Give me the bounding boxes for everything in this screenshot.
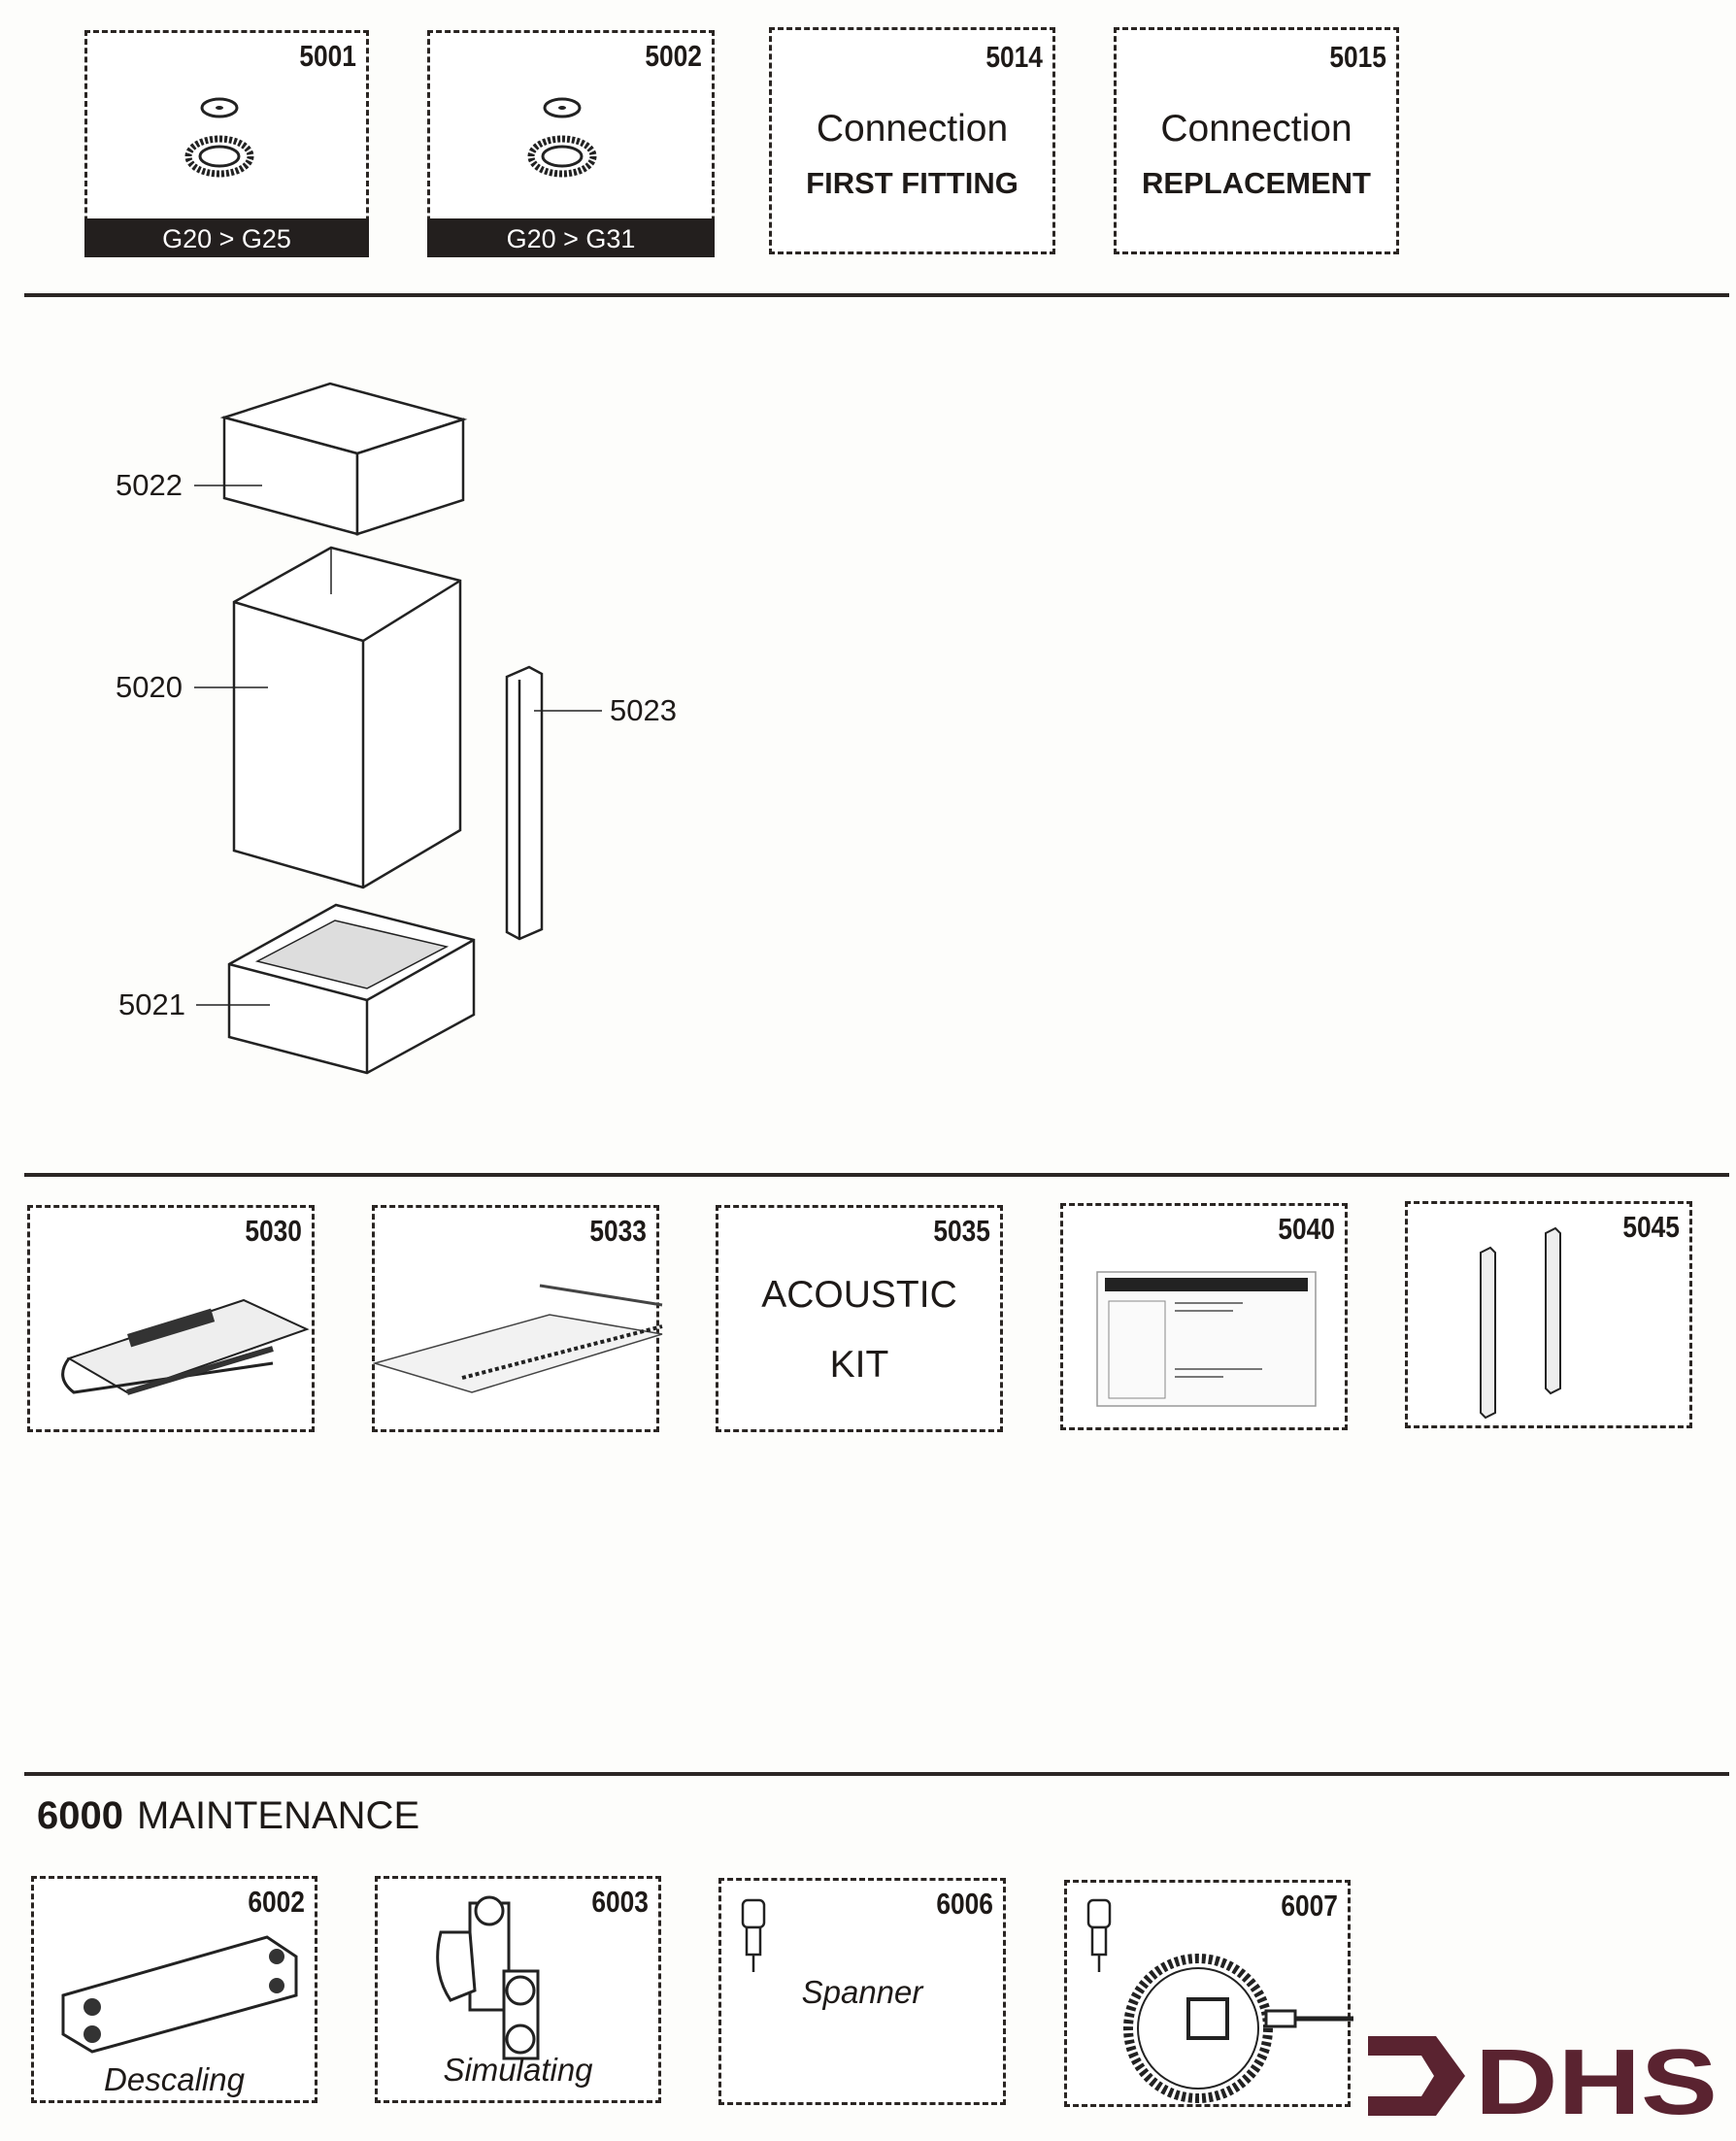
svg-text:DHS: DHS xyxy=(1475,2030,1718,2134)
part-number: 6006 xyxy=(936,1887,993,1921)
mounting-rail-icon xyxy=(372,1284,663,1393)
part-number: 5045 xyxy=(1622,1210,1680,1244)
section-heading: 6000 MAINTENANCE xyxy=(37,1794,419,1838)
kit-5015: 5015 Connection REPLACEMENT xyxy=(1114,27,1399,254)
kit-5045: 5045 xyxy=(1405,1201,1692,1428)
kit-6003: 6003 Simulating xyxy=(375,1876,661,2103)
sensor-probe-icon xyxy=(741,1898,766,1972)
kit-subtitle: FIRST FITTING xyxy=(806,166,1018,200)
callout-top-cover: 5022 xyxy=(116,468,183,502)
brackets-icon xyxy=(1480,1226,1561,1420)
kit-5001: 5001 G20 > G25 xyxy=(84,30,369,257)
spanner-ring-icon xyxy=(1123,1954,1353,2103)
gas-conversion-label: G20 > G25 xyxy=(84,218,369,257)
kit-title-line2: KIT xyxy=(829,1344,889,1386)
kit-5014: 5014 Connection FIRST FITTING xyxy=(769,27,1055,254)
section-divider xyxy=(24,1772,1729,1776)
dhs-logo: DHS xyxy=(1368,2030,1718,2134)
manual-booklet-icon xyxy=(1096,1271,1317,1407)
kit-5030: 5030 xyxy=(27,1205,315,1432)
callout-base: 5021 xyxy=(118,987,185,1021)
callout-casing-body: 5020 xyxy=(116,670,183,704)
valve-body-icon xyxy=(436,1895,540,2060)
section-title: MAINTENANCE xyxy=(136,1794,420,1837)
part-number: 5015 xyxy=(1329,40,1386,74)
template-sheet-icon xyxy=(61,1298,310,1395)
part-number: 5030 xyxy=(245,1214,302,1248)
section-divider xyxy=(24,293,1729,297)
sensor-probe-icon xyxy=(1086,1898,1112,1972)
kit-6006: 6006 Spanner xyxy=(718,1878,1006,2105)
item-caption: Spanner xyxy=(801,1974,923,2010)
part-number: 6003 xyxy=(591,1885,649,1919)
section-divider xyxy=(24,1173,1729,1177)
kit-6002: 6002 Descaling xyxy=(31,1876,317,2103)
kit-5002: 5002 G20 > G31 xyxy=(427,30,715,257)
part-number: 5033 xyxy=(589,1214,647,1248)
item-caption: Descaling xyxy=(104,2061,245,2097)
part-number: 5035 xyxy=(933,1214,990,1248)
part-number: 5014 xyxy=(985,40,1043,74)
kit-title-line1: ACOUSTIC xyxy=(761,1274,957,1316)
part-number: 5001 xyxy=(299,39,356,73)
plate-heat-exchanger-icon xyxy=(61,1935,298,2054)
kit-title: Connection xyxy=(1160,108,1352,150)
kit-title: Connection xyxy=(816,108,1009,150)
washer-seal-icon xyxy=(527,97,597,178)
part-number: 5040 xyxy=(1278,1212,1335,1246)
part-number: 5002 xyxy=(645,39,702,73)
part-number: 6002 xyxy=(248,1885,305,1919)
kit-5035: 5035 ACOUSTIC KIT xyxy=(716,1205,1003,1432)
section-code: 6000 xyxy=(37,1794,123,1837)
washer-seal-icon xyxy=(184,97,254,178)
part-number: 6007 xyxy=(1281,1889,1338,1923)
casing-exploded-diagram xyxy=(194,382,602,1075)
item-caption: Simulating xyxy=(443,2052,593,2088)
kit-5040: 5040 xyxy=(1060,1203,1348,1430)
gas-conversion-label: G20 > G31 xyxy=(427,218,715,257)
callout-side-strip: 5023 xyxy=(610,693,677,727)
kit-6007: 6007 xyxy=(1064,1880,1353,2107)
kit-subtitle: REPLACEMENT xyxy=(1142,166,1371,200)
kit-5033: 5033 xyxy=(372,1205,663,1432)
